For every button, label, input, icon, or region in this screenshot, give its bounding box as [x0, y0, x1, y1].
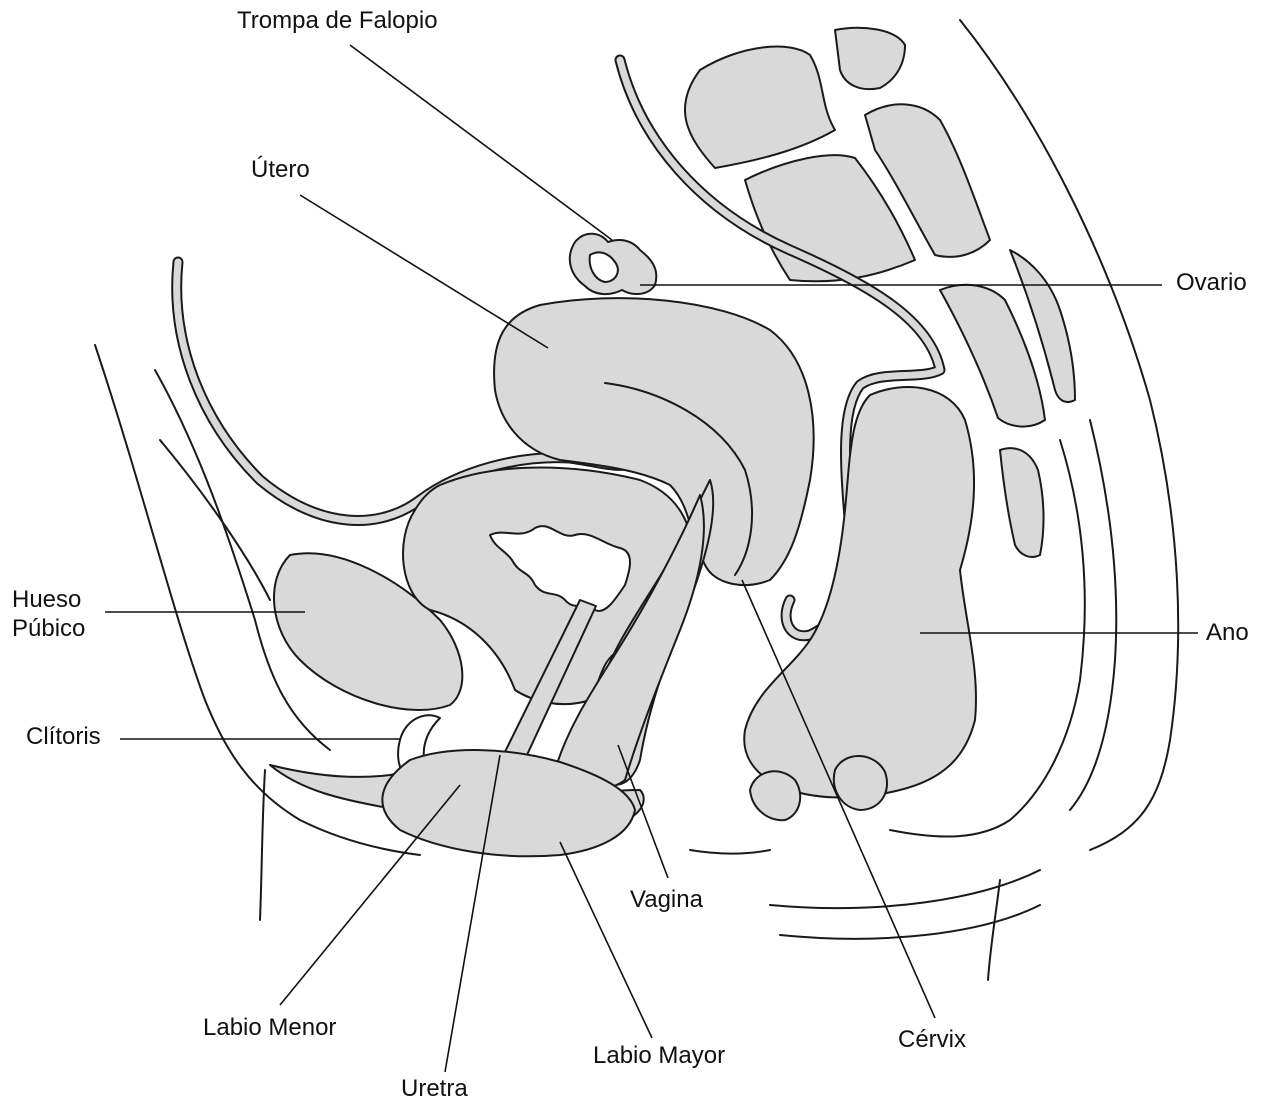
label-hueso-pubico-line1: Hueso	[12, 585, 81, 615]
label-vagina: Vagina	[630, 885, 703, 915]
leader-labio-menor	[280, 785, 460, 1005]
label-labio-menor: Labio Menor	[203, 1013, 336, 1043]
label-clitoris: Clítoris	[26, 722, 101, 752]
label-ovario: Ovario	[1176, 268, 1247, 298]
label-cervix: Cérvix	[898, 1025, 966, 1055]
label-trompa-de-falopio: Trompa de Falopio	[237, 6, 438, 36]
anal-sphincter-left	[750, 771, 800, 820]
label-uretra: Uretra	[401, 1074, 468, 1104]
label-hueso-pubico-line2: Púbico	[12, 614, 85, 644]
label-labio-mayor: Labio Mayor	[593, 1041, 725, 1071]
label-utero: Útero	[251, 155, 310, 185]
leader-labio-mayor	[560, 842, 652, 1038]
leader-utero	[300, 195, 548, 348]
anal-sphincter-right	[834, 756, 887, 810]
label-ano: Ano	[1206, 618, 1249, 648]
leader-trompa-de-falopio	[350, 45, 612, 240]
